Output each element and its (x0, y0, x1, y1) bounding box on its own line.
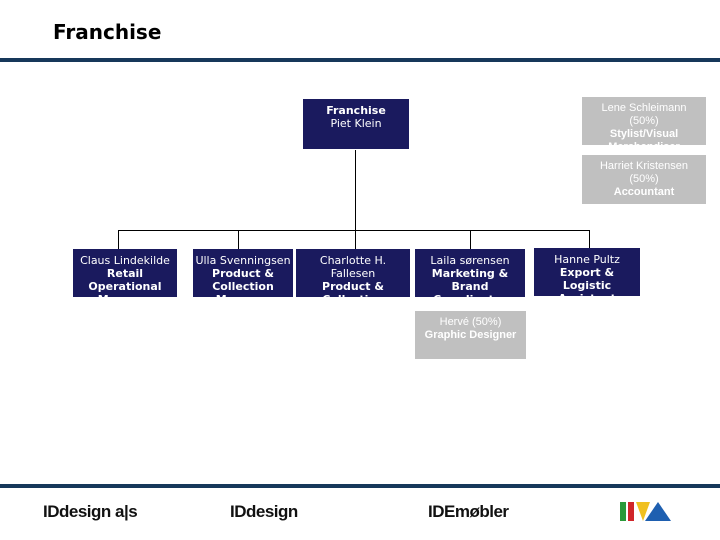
org-node-staff: Lene Schleimann (50%) Stylist/Visual Mer… (582, 97, 706, 145)
node-role: Accountant (613, 186, 675, 198)
page-title: Franchise (53, 20, 162, 44)
connector (355, 150, 356, 231)
connector (589, 230, 590, 249)
connector (118, 230, 590, 231)
node-share: (50%) (629, 115, 659, 127)
connector (118, 230, 119, 249)
connector (470, 230, 471, 249)
node-role: Stylist/Visual Merchandiser (608, 128, 680, 145)
idemobler-logo: IDEmøbler (428, 502, 509, 521)
node-role: Export & Logistic Assistant (558, 266, 616, 296)
connector (355, 230, 356, 249)
org-node-staff: Harriet Kristensen (50%) Accountant (582, 155, 706, 204)
node-name: Lene Schleimann (601, 102, 687, 114)
node-share: (50%) (629, 173, 659, 185)
connector (238, 230, 239, 249)
node-role: Product & Collection (322, 280, 384, 297)
node-name: Harriet Kristensen (599, 160, 689, 172)
node-name: Hanne Pultz (554, 253, 620, 266)
node-role: Franchise (326, 104, 386, 117)
org-node-report: Laila sørensen Marketing & Brand Coordin… (415, 249, 525, 297)
iddesign-as-logo: IDdesign a|s (43, 502, 138, 521)
org-node-report: Charlotte H. Fallesen Product & Collecti… (296, 249, 410, 297)
bottom-divider (0, 484, 720, 488)
org-node-report: Hanne Pultz Export & Logistic Assistant (534, 248, 640, 296)
org-node-sub: Hervé (50%) Graphic Designer (415, 311, 526, 359)
iddesign-logo: IDdesign (230, 502, 298, 521)
node-role: Retail Operational Manager (88, 267, 162, 297)
node-role: Product & Collection Manager (212, 267, 274, 297)
node-name: Ulla Svenningsen (195, 254, 291, 267)
top-divider (0, 58, 720, 62)
node-role: Marketing & Brand Coordinator (431, 267, 509, 297)
node-name: Hervé (50%) (439, 316, 502, 328)
org-node-report: Ulla Svenningsen Product & Collection Ma… (193, 249, 293, 297)
node-name: Piet Klein (330, 117, 382, 130)
node-name: Laila sørensen (430, 254, 510, 267)
org-node-report: Claus Lindekilde Retail Operational Mana… (73, 249, 177, 297)
node-name: Claus Lindekilde (80, 254, 170, 267)
ilva-logo (620, 502, 671, 521)
node-role: Graphic Designer (424, 329, 517, 341)
node-name: Charlotte H. Fallesen (319, 254, 387, 280)
org-node-head: Franchise Piet Klein (303, 99, 409, 149)
